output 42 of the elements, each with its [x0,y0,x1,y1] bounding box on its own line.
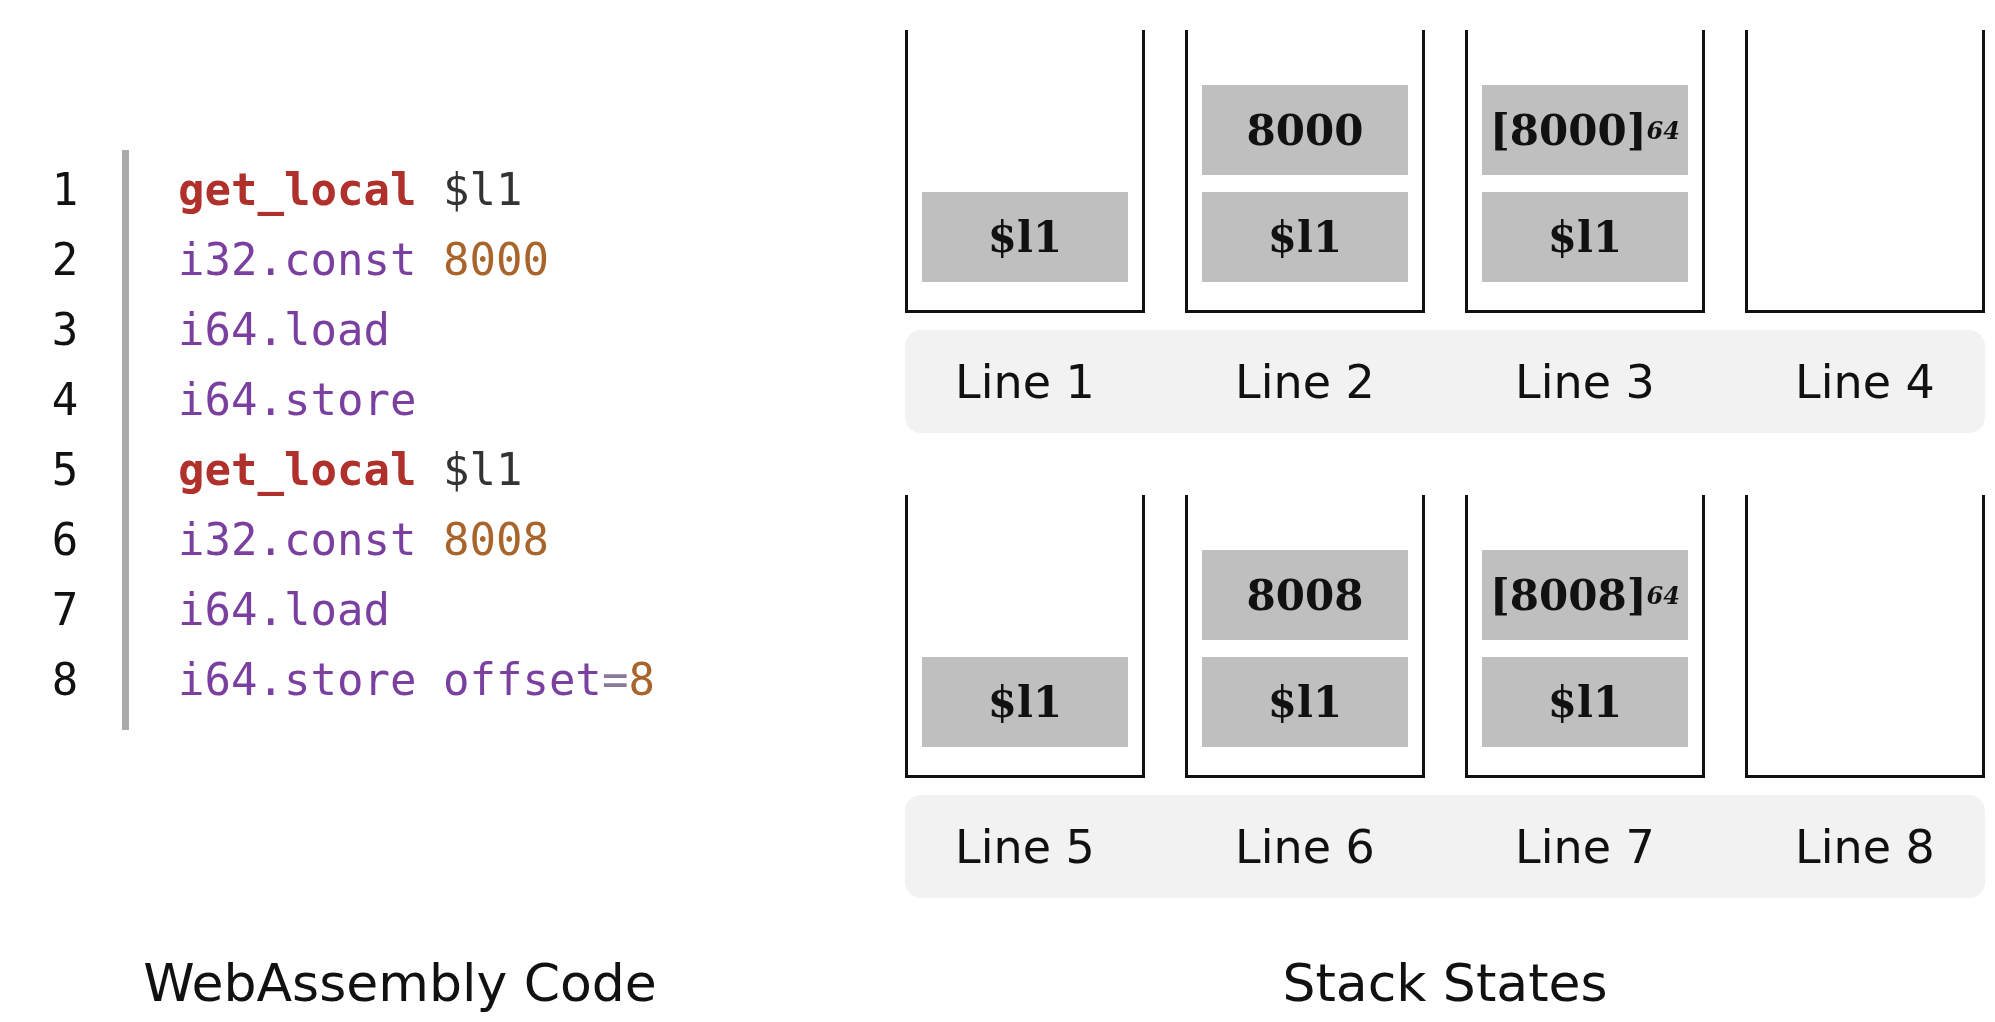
stack-container [1185,30,1425,313]
line-number: 4 [50,373,80,427]
stack-caption: Line 6 [1234,819,1376,876]
code-line: i64.store offset=8 [178,653,655,707]
stack-item: $l1 [922,192,1128,282]
stack-container [1745,30,1985,313]
line-number: 6 [50,513,80,567]
line-number: 2 [50,233,80,287]
stack-item: $l1 [922,657,1128,747]
line-number: 5 [50,443,80,497]
line-number: 8 [50,653,80,707]
stack-item: $l1 [1202,657,1408,747]
stack-item: $l1 [1202,192,1408,282]
stack-container [905,495,1145,778]
code-line: get_local $l1 [178,443,523,498]
stack-caption: Line 8 [1794,819,1936,876]
stack-container [1745,495,1985,778]
code-line: i32.const 8008 [178,513,549,567]
stack-item: 8000 [1202,85,1408,175]
code-line: i64.store [178,373,417,427]
line-number: 7 [50,583,80,637]
stack-caption: Line 7 [1514,819,1656,876]
stack-container [1465,30,1705,313]
panel-caption: WebAssembly Code [142,952,658,1015]
stack-container [905,30,1145,313]
code-line: get_local $l1 [178,163,523,218]
stack-caption: Line 4 [1794,354,1936,411]
stack-item: 8008 [1202,550,1408,640]
code-line: i64.load [178,583,390,637]
line-number: 1 [50,163,80,217]
stack-caption: Line 1 [954,354,1096,411]
stack-item: $l1 [1482,657,1688,747]
line-number: 3 [50,303,80,357]
stack-caption: Line 2 [1234,354,1376,411]
stack-container [1185,495,1425,778]
stack-container [1465,495,1705,778]
code-line: i32.const 8000 [178,233,549,287]
code-line: i64.load [178,303,390,357]
stack-item: $l1 [1482,192,1688,282]
panel-caption: Stack States [1281,952,1609,1015]
stack-caption: Line 3 [1514,354,1656,411]
stack-caption: Line 5 [954,819,1096,876]
